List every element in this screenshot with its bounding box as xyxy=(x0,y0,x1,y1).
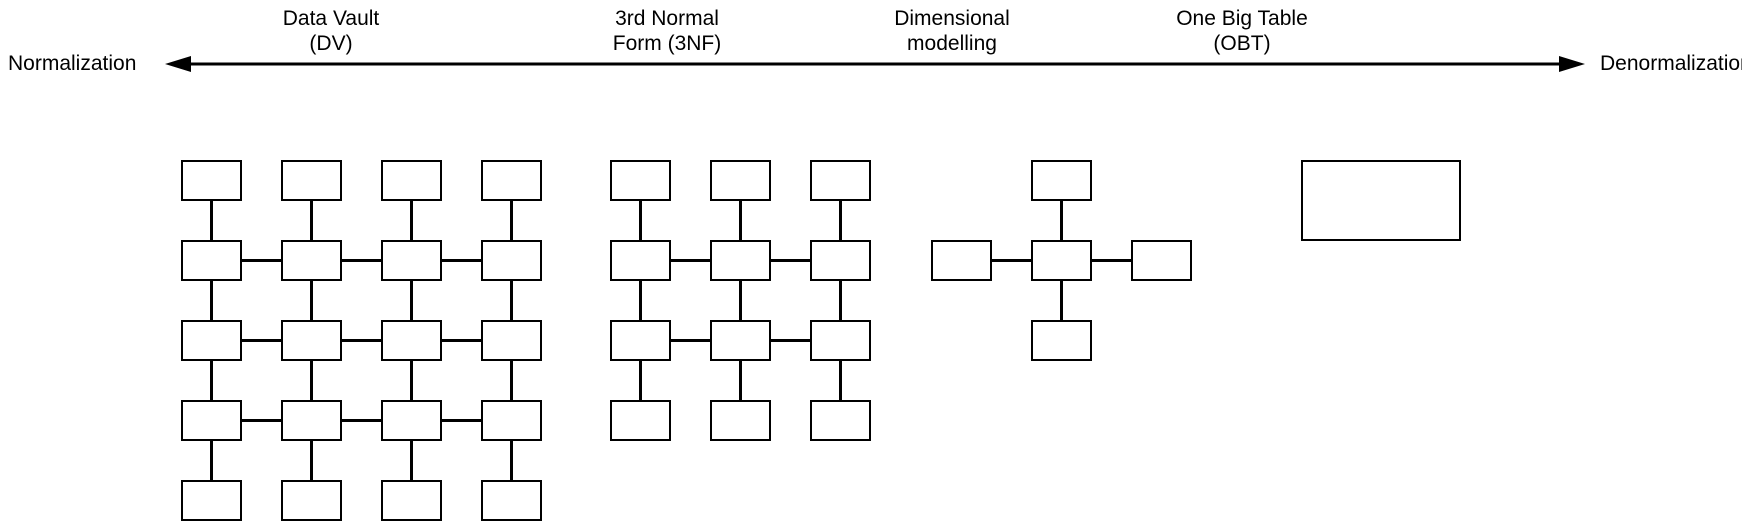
table-node xyxy=(181,320,242,361)
horizontal-relationship-link xyxy=(442,419,481,422)
horizontal-relationship-link xyxy=(771,339,810,342)
fact-table-node xyxy=(1031,240,1092,281)
table-node xyxy=(810,400,871,441)
table-node xyxy=(610,400,671,441)
table-node xyxy=(281,400,342,441)
stage-label-data-vault: Data Vault (DV) xyxy=(282,7,380,55)
table-node xyxy=(381,240,442,281)
stage-label-dimensional-modelling: Dimensional modelling xyxy=(894,7,1010,55)
vertical-relationship-link xyxy=(210,361,213,400)
vertical-relationship-link xyxy=(839,201,842,240)
table-node xyxy=(181,480,242,521)
normalization-axis-arrow xyxy=(165,56,1585,72)
table-node xyxy=(281,160,342,201)
table-node xyxy=(481,400,542,441)
vertical-relationship-link xyxy=(210,201,213,240)
table-node xyxy=(481,480,542,521)
vertical-relationship-link xyxy=(510,281,513,320)
stage-label-one-big-table: One Big Table (OBT) xyxy=(1176,7,1308,55)
vertical-relationship-link xyxy=(839,361,842,400)
horizontal-relationship-link xyxy=(242,419,281,422)
table-node xyxy=(381,160,442,201)
vertical-relationship-link xyxy=(510,201,513,240)
vertical-relationship-link xyxy=(639,201,642,240)
table-node xyxy=(810,240,871,281)
vertical-relationship-link xyxy=(310,281,313,320)
vertical-relationship-link xyxy=(1060,281,1063,320)
horizontal-relationship-link xyxy=(671,259,710,262)
table-node xyxy=(481,320,542,361)
table-node xyxy=(281,320,342,361)
table-node xyxy=(610,240,671,281)
dimension-table-node xyxy=(1131,240,1192,281)
vertical-relationship-link xyxy=(1060,201,1063,240)
one-big-table-node xyxy=(1301,160,1461,241)
vertical-relationship-link xyxy=(410,201,413,240)
vertical-relationship-link xyxy=(739,361,742,400)
vertical-relationship-link xyxy=(210,281,213,320)
axis-label-normalization: Normalization xyxy=(8,52,137,75)
axis-label-denormalization: Denormalization xyxy=(1600,52,1742,75)
table-node xyxy=(710,320,771,361)
vertical-relationship-link xyxy=(310,441,313,480)
vertical-relationship-link xyxy=(739,281,742,320)
table-node xyxy=(810,320,871,361)
horizontal-relationship-link xyxy=(242,339,281,342)
stage-label-third-normal-form: 3rd Normal Form (3NF) xyxy=(612,7,722,55)
table-node xyxy=(281,240,342,281)
vertical-relationship-link xyxy=(310,361,313,400)
table-node xyxy=(710,160,771,201)
horizontal-relationship-link xyxy=(442,339,481,342)
horizontal-relationship-link xyxy=(342,339,381,342)
vertical-relationship-link xyxy=(639,281,642,320)
vertical-relationship-link xyxy=(839,281,842,320)
table-node xyxy=(281,480,342,521)
horizontal-relationship-link xyxy=(442,259,481,262)
horizontal-relationship-link xyxy=(342,259,381,262)
table-node xyxy=(381,400,442,441)
vertical-relationship-link xyxy=(410,281,413,320)
table-node xyxy=(481,160,542,201)
table-node xyxy=(381,480,442,521)
table-node xyxy=(710,240,771,281)
horizontal-relationship-link xyxy=(242,259,281,262)
vertical-relationship-link xyxy=(639,361,642,400)
table-node xyxy=(481,240,542,281)
dimension-table-node xyxy=(1031,320,1092,361)
table-node xyxy=(610,320,671,361)
table-node xyxy=(810,160,871,201)
table-node xyxy=(181,160,242,201)
vertical-relationship-link xyxy=(739,201,742,240)
horizontal-relationship-link xyxy=(992,259,1031,262)
vertical-relationship-link xyxy=(210,441,213,480)
vertical-relationship-link xyxy=(510,441,513,480)
vertical-relationship-link xyxy=(510,361,513,400)
table-node xyxy=(610,160,671,201)
vertical-relationship-link xyxy=(410,441,413,480)
dimension-table-node xyxy=(1031,160,1092,201)
horizontal-relationship-link xyxy=(1092,259,1131,262)
vertical-relationship-link xyxy=(410,361,413,400)
horizontal-relationship-link xyxy=(771,259,810,262)
table-node xyxy=(181,400,242,441)
horizontal-relationship-link xyxy=(342,419,381,422)
horizontal-relationship-link xyxy=(671,339,710,342)
table-node xyxy=(710,400,771,441)
dimension-table-node xyxy=(931,240,992,281)
table-node xyxy=(181,240,242,281)
vertical-relationship-link xyxy=(310,201,313,240)
table-node xyxy=(381,320,442,361)
